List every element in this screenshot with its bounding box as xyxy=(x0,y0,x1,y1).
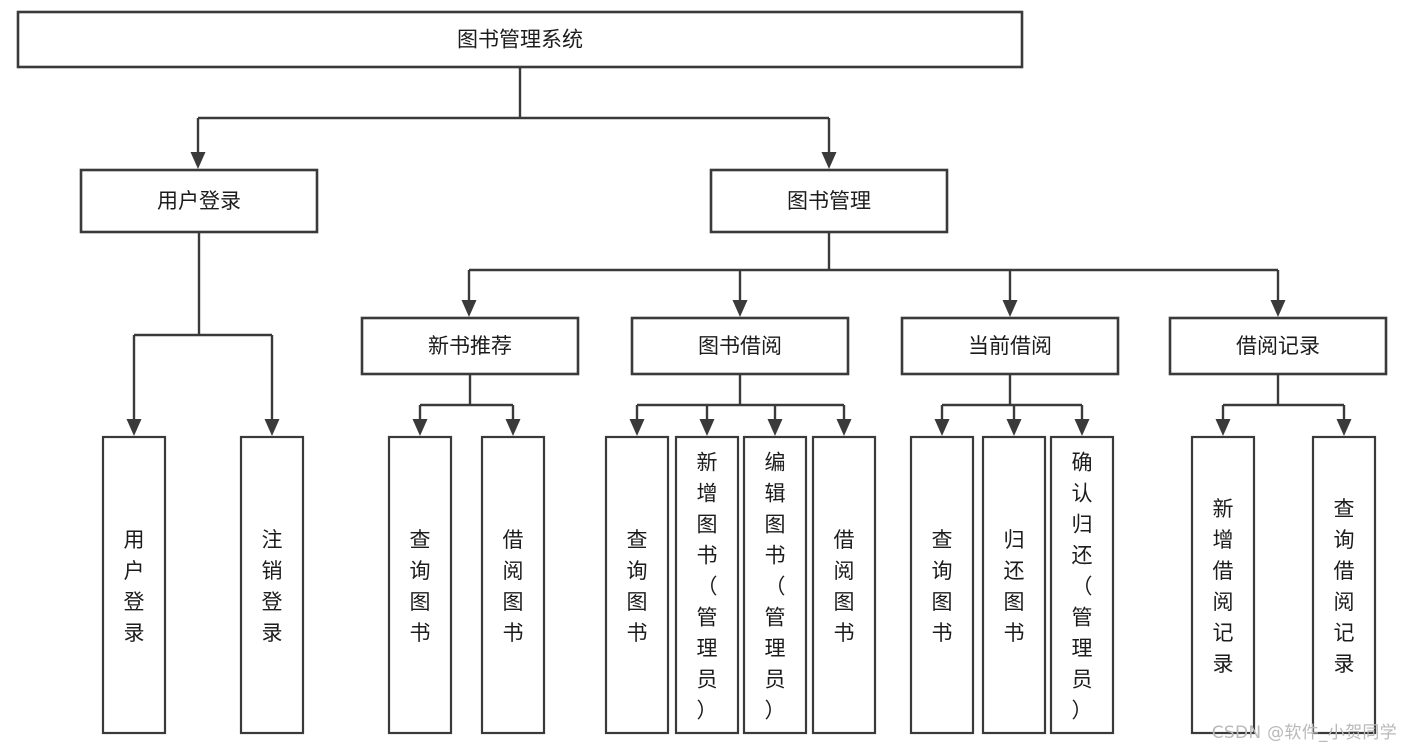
arrow-head-icon xyxy=(505,419,521,436)
node-leaf-add-book-admin[interactable]: 新增图书（管理员） xyxy=(674,435,740,735)
node-leaf-return-book[interactable]: 归还图书 xyxy=(981,435,1047,735)
node-current-borrow-box[interactable] xyxy=(900,316,1120,376)
arrow-head-icon xyxy=(190,152,206,169)
node-leaf-query-book-recommend-box[interactable] xyxy=(387,435,453,735)
arrow-head-icon xyxy=(412,419,428,436)
arrow-head-icon xyxy=(264,419,280,436)
node-user-login-box[interactable] xyxy=(79,168,319,234)
arrow-head-icon xyxy=(1215,419,1231,436)
arrow-head-icon xyxy=(1336,419,1352,436)
node-leaf-confirm-return-admin-label: 确认归还（管理员） xyxy=(1072,451,1093,723)
node-leaf-borrow-book-box[interactable] xyxy=(811,435,877,735)
node-leaf-query-book-current-box[interactable] xyxy=(909,435,975,735)
node-current-borrow-label: 当前借阅 xyxy=(968,334,1052,358)
conn-book-management-to-level3 xyxy=(461,232,1286,317)
node-leaf-edit-book-admin-label: 编辑图书（管理员） xyxy=(765,451,786,723)
connector-layer xyxy=(126,67,1352,436)
node-leaf-borrow-book-label: 借阅图书 xyxy=(834,528,855,645)
arrow-head-icon xyxy=(767,419,783,436)
node-leaf-confirm-return-admin[interactable]: 确认归还（管理员） xyxy=(1049,435,1115,735)
node-leaf-query-borrow-record[interactable]: 查询借阅记录 xyxy=(1311,435,1377,735)
node-root-box[interactable] xyxy=(16,10,1024,69)
node-leaf-query-borrow-record-box[interactable] xyxy=(1311,435,1377,735)
node-root[interactable]: 图书管理系统 xyxy=(16,10,1024,69)
node-leaf-edit-book-admin[interactable]: 编辑图书（管理员） xyxy=(742,435,808,735)
conn-user-login-to-leaves xyxy=(126,232,280,436)
node-leaf-add-book-admin-label: 新增图书（管理员） xyxy=(697,451,718,723)
node-borrow-record[interactable]: 借阅记录 xyxy=(1168,316,1388,376)
arrow-head-icon xyxy=(461,300,477,317)
node-user-login-label: 用户登录 xyxy=(157,189,241,213)
node-new-book-recommend[interactable]: 新书推荐 xyxy=(360,316,580,376)
node-leaf-borrow-book-recommend[interactable]: 借阅图书 xyxy=(480,435,546,735)
node-leaf-query-borrow-record-label: 查询借阅记录 xyxy=(1334,497,1355,676)
node-leaf-user-login-label: 用户登录 xyxy=(124,528,145,645)
arrow-head-icon xyxy=(629,419,645,436)
node-leaf-borrow-book-recommend-box[interactable] xyxy=(480,435,546,735)
conn-borrow-record-to-leaves xyxy=(1215,374,1352,436)
node-book-borrow-box[interactable] xyxy=(630,316,850,376)
node-leaf-query-book-borrow-label: 查询图书 xyxy=(627,528,648,645)
node-layer: 图书管理系统用户登录图书管理新书推荐图书借阅当前借阅借阅记录用户登录注销登录查询… xyxy=(16,10,1388,735)
node-leaf-edit-book-admin-box[interactable] xyxy=(742,435,808,735)
node-borrow-record-box[interactable] xyxy=(1168,316,1388,376)
arrow-head-icon xyxy=(699,419,715,436)
node-leaf-query-book-current-label: 查询图书 xyxy=(932,528,953,645)
arrow-head-icon xyxy=(732,300,748,317)
conn-new-book-recommend-to-leaves xyxy=(412,374,521,436)
node-leaf-borrow-book-recommend-label: 借阅图书 xyxy=(503,528,524,645)
node-leaf-logout-label: 注销登录 xyxy=(262,528,283,645)
node-book-management[interactable]: 图书管理 xyxy=(709,168,949,234)
node-leaf-add-borrow-record-label: 新增借阅记录 xyxy=(1213,497,1234,676)
node-leaf-user-login[interactable]: 用户登录 xyxy=(101,435,167,735)
node-leaf-logout[interactable]: 注销登录 xyxy=(239,435,305,735)
node-new-book-recommend-label: 新书推荐 xyxy=(428,334,512,358)
arrow-head-icon xyxy=(126,419,142,436)
node-leaf-return-book-label: 归还图书 xyxy=(1004,528,1025,645)
csdn-watermark: CSDN @软件_小贺同学 xyxy=(1211,723,1397,743)
node-leaf-add-borrow-record-box[interactable] xyxy=(1190,435,1256,735)
node-new-book-recommend-box[interactable] xyxy=(360,316,580,376)
node-leaf-add-borrow-record[interactable]: 新增借阅记录 xyxy=(1190,435,1256,735)
node-leaf-query-book-recommend-label: 查询图书 xyxy=(410,528,431,645)
node-leaf-logout-box[interactable] xyxy=(239,435,305,735)
arrow-head-icon xyxy=(934,419,950,436)
arrow-head-icon xyxy=(1270,300,1286,317)
node-leaf-confirm-return-admin-box[interactable] xyxy=(1049,435,1115,735)
node-leaf-borrow-book[interactable]: 借阅图书 xyxy=(811,435,877,735)
conn-current-borrow-to-leaves xyxy=(934,374,1090,436)
node-book-management-label: 图书管理 xyxy=(787,189,871,213)
arrow-head-icon xyxy=(836,419,852,436)
node-leaf-query-book-borrow[interactable]: 查询图书 xyxy=(604,435,670,735)
conn-root-to-level2 xyxy=(190,67,837,169)
arrow-head-icon xyxy=(1002,300,1018,317)
node-user-login[interactable]: 用户登录 xyxy=(79,168,319,234)
node-leaf-return-book-box[interactable] xyxy=(981,435,1047,735)
node-book-borrow[interactable]: 图书借阅 xyxy=(630,316,850,376)
node-leaf-add-book-admin-box[interactable] xyxy=(674,435,740,735)
node-current-borrow[interactable]: 当前借阅 xyxy=(900,316,1120,376)
node-leaf-query-book-current[interactable]: 查询图书 xyxy=(909,435,975,735)
arrow-head-icon xyxy=(1006,419,1022,436)
arrow-head-icon xyxy=(821,152,837,169)
arrow-head-icon xyxy=(1074,419,1090,436)
node-book-management-box[interactable] xyxy=(709,168,949,234)
conn-book-borrow-to-leaves xyxy=(629,374,852,436)
node-leaf-user-login-box[interactable] xyxy=(101,435,167,735)
node-leaf-query-book-recommend[interactable]: 查询图书 xyxy=(387,435,453,735)
node-root-label: 图书管理系统 xyxy=(457,28,583,52)
node-borrow-record-label: 借阅记录 xyxy=(1236,334,1320,358)
node-book-borrow-label: 图书借阅 xyxy=(698,334,782,358)
node-leaf-query-book-borrow-box[interactable] xyxy=(604,435,670,735)
